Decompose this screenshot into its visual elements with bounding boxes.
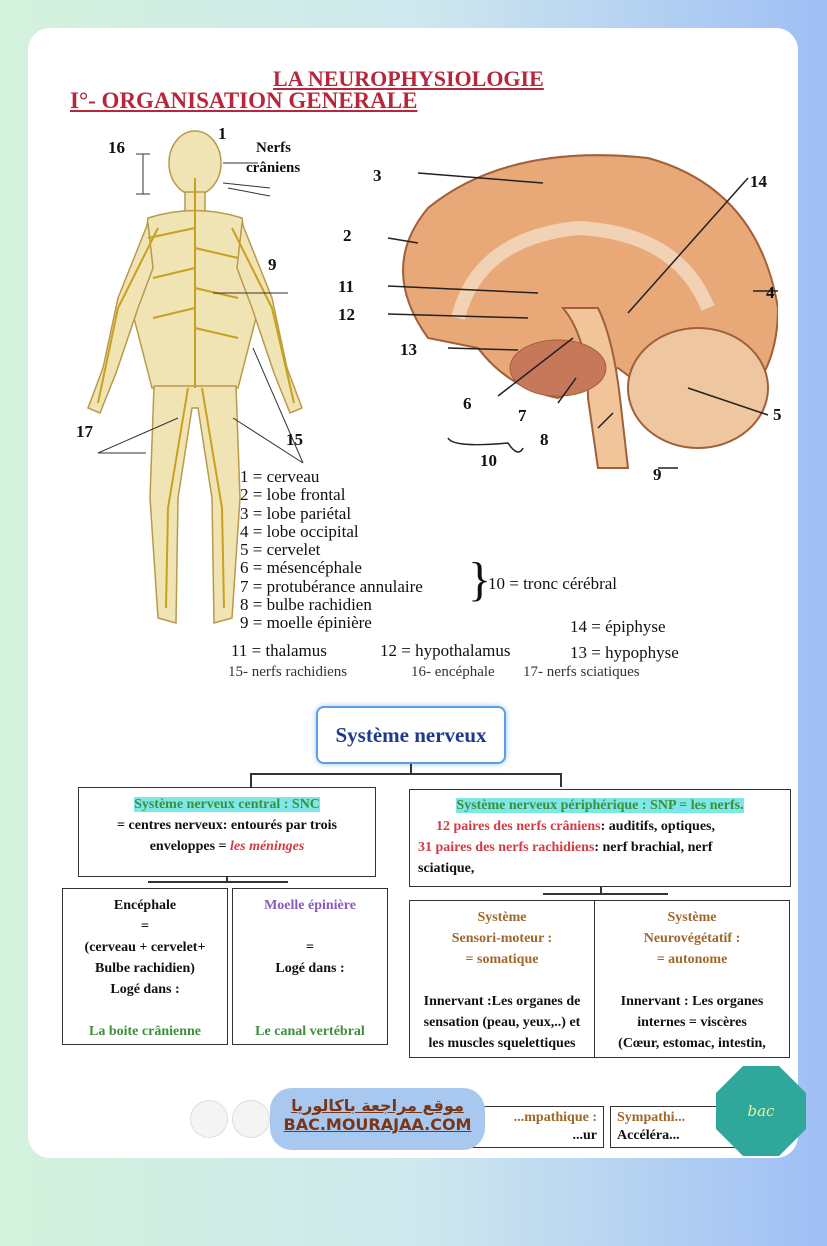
legend-item: 3 = lobe pariétal (240, 503, 352, 523)
legend-item: 2 = lobe frontal (240, 485, 346, 505)
equals: = (306, 940, 314, 955)
text: (Cœur, estomac, intestin, (618, 1036, 766, 1051)
red-text: 31 paires des nerfs rachidiens (418, 840, 595, 855)
nervous-system-body-illustration (87, 130, 304, 624)
place-text: La boite crânienne (89, 1024, 201, 1039)
snc-title: Système nerveux central : SNC (134, 797, 320, 812)
label-14: 14 (750, 172, 767, 191)
site-banner[interactable]: موقع مراجعة باكالوريا BAC.MOURAJAA.COM (270, 1088, 485, 1150)
site-logo-icon (232, 1100, 270, 1138)
text: Accéléra... (617, 1128, 680, 1143)
label-9-brain: 9 (653, 465, 662, 484)
snp-title: Système nerveux périphérique : SNP = les… (456, 798, 744, 813)
legend-item: 5 = cervelet (240, 540, 321, 560)
legend-item: 12 = hypothalamus (380, 641, 511, 660)
text: Innervant :Les organes de (423, 994, 581, 1009)
text: internes = viscères (637, 1015, 747, 1030)
section-heading: I°- ORGANISATION GENERALE (70, 88, 418, 113)
page-title: LA NEUROPHYSIOLOGIE (273, 66, 544, 91)
text: ...ur (572, 1128, 598, 1143)
text: Innervant : Les organes (620, 994, 764, 1009)
text: : auditifs, optiques, (600, 819, 715, 834)
label-12: 12 (338, 305, 355, 324)
legend-item: 11 = thalamus (231, 641, 327, 660)
label-2: 2 (343, 226, 352, 245)
brain-section-illustration (387, 154, 778, 469)
legend-brace-item: 10 = tronc cérébral (488, 574, 617, 593)
label-17: 17 (76, 422, 93, 441)
legend-item: 15- nerfs rachidiens (228, 664, 348, 680)
label-3: 3 (373, 166, 382, 185)
text: Sensori-moteur : (451, 931, 553, 946)
site-logo-icon (190, 1100, 228, 1138)
legend-item: 9 = moelle épinière (240, 613, 372, 633)
text: = somatique (465, 952, 539, 967)
bac-science-badge: bac Science (716, 1066, 806, 1156)
meninges-text: les méninges (230, 839, 305, 854)
snc-text: enveloppes = (149, 839, 231, 854)
label-7: 7 (518, 406, 527, 425)
encephale-title: Encéphale (113, 898, 177, 913)
text: (cerveau + cervelet+ (84, 940, 206, 955)
place-text: Le canal vertébral (255, 1024, 365, 1039)
text: Neurovégétatif : (643, 931, 741, 946)
label-5: 5 (773, 405, 782, 424)
text: Logé dans : (275, 961, 345, 976)
legend-item: 1 = cerveau (240, 467, 320, 486)
systeme-nerveux-box: Système nerveux (316, 706, 506, 764)
label-13: 13 (400, 340, 417, 359)
text: sciatique, (418, 861, 475, 876)
legend-list: 1 = cerveau 2 = lobe frontal 3 = lobe pa… (240, 467, 423, 633)
text: Sympathi... (617, 1110, 686, 1125)
label-10: 10 (480, 451, 497, 470)
text: Système (477, 910, 527, 925)
snc-text: = centres nerveux: entourés par trois (117, 818, 337, 833)
moelle-box: Moelle épinière = Logé dans : Le canal v… (232, 888, 388, 1045)
somatique-box: Système Sensori-moteur : = somatique Inn… (409, 900, 595, 1058)
legend-item: 16- encéphale (411, 664, 495, 680)
label-craniens: crâniens (246, 160, 301, 176)
label-8: 8 (540, 430, 549, 449)
moelle-title: Moelle épinière (264, 898, 356, 913)
legend-item: 17- nerfs sciatiques (523, 664, 640, 680)
text: Bulbe rachidien) (95, 961, 195, 976)
text: = autonome (656, 952, 728, 967)
label-nerfs: Nerfs (256, 140, 291, 156)
legend-item: 6 = mésencéphale (240, 558, 362, 578)
label-16: 16 (108, 138, 125, 157)
banner-arabic[interactable]: موقع مراجعة باكالوريا (291, 1096, 464, 1115)
autonome-box: Système Neurovégétatif : = autonome Inne… (594, 900, 790, 1058)
text: : nerf brachial, nerf (594, 840, 713, 855)
label-4: 4 (766, 283, 775, 302)
legend-item: 8 = bulbe rachidien (240, 595, 372, 615)
label-6: 6 (463, 394, 472, 413)
legend-item: 14 = épiphyse (570, 617, 666, 636)
document-page: LA NEUROPHYSIOLOGIE I°- ORGANISATION GEN… (28, 28, 798, 1158)
snc-box: Système nerveux central : SNC = centres … (78, 787, 376, 877)
red-text: 12 paires des nerfs crâniens (436, 819, 601, 834)
label-11: 11 (338, 277, 355, 296)
text: sensation (peau, yeux,..) et (423, 1015, 581, 1030)
legend-item: 13 = hypophyse (570, 643, 679, 662)
text: les muscles squelettiques (428, 1036, 576, 1051)
text: Système (667, 910, 717, 925)
text: ...mpathique : (513, 1110, 597, 1125)
text: Logé dans : (110, 982, 180, 997)
legend-item: 7 = protubérance annulaire (240, 576, 423, 596)
encephale-box: Encéphale = (cerveau + cervelet+ Bulbe r… (62, 888, 228, 1045)
legend-item: 4 = lobe occipital (240, 521, 359, 541)
banner-url[interactable]: BAC.MOURAJAA.COM (283, 1115, 472, 1134)
label-15: 15 (286, 430, 303, 449)
brace: } (468, 553, 492, 606)
snp-box: Système nerveux périphérique : SNP = les… (409, 789, 791, 887)
equals: = (141, 919, 149, 934)
label-1: 1 (218, 124, 227, 143)
label-9-body: 9 (268, 255, 277, 274)
